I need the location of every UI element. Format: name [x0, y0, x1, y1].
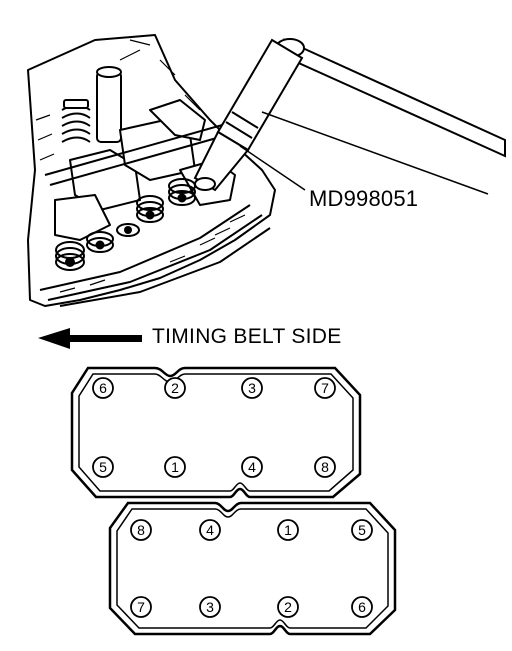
bolt-marker: 2 [277, 596, 299, 618]
bolt-marker: 3 [241, 377, 263, 399]
bolt-marker: 2 [164, 377, 186, 399]
tool-leader-lines [239, 111, 489, 195]
bolt-marker: 5 [351, 519, 373, 541]
bolt-number: 6 [358, 599, 366, 615]
wrench-tool [193, 38, 506, 192]
arrow-left-icon [38, 328, 142, 349]
bolt-marker: 4 [199, 519, 221, 541]
timing-belt-side-label: TIMING BELT SIDE [152, 325, 342, 348]
bolt-circle [199, 596, 221, 618]
bolt-circle [92, 377, 114, 399]
bolt-circle [314, 377, 336, 399]
bolt-number: 6 [99, 380, 107, 396]
bolt-circle [164, 377, 186, 399]
gasket-lower [108, 501, 397, 636]
bolt-marker: 6 [92, 377, 114, 399]
bolt-number: 3 [206, 599, 214, 615]
bolt-circle [199, 519, 221, 541]
bolt-circle [164, 456, 186, 478]
bolt-number: 3 [248, 380, 256, 396]
bolt-number: 5 [99, 459, 107, 475]
bolt-number: 2 [171, 380, 179, 396]
bolt-number: 7 [137, 599, 145, 615]
tool-number-label: MD998051 [309, 186, 419, 211]
bolt-number: 8 [137, 522, 145, 538]
bolt-marker: 8 [130, 519, 152, 541]
bolt-marker: 7 [130, 596, 152, 618]
bolt-marker: 1 [277, 519, 299, 541]
bolt-circle [130, 519, 152, 541]
bolt-marker: 5 [92, 456, 114, 478]
bolt-circle [130, 596, 152, 618]
bolt-number: 2 [284, 599, 292, 615]
bolt-circle [351, 519, 373, 541]
bolt-number: 8 [321, 459, 329, 475]
bolt-circle [277, 596, 299, 618]
bolt-markers: 6 2 3 7 5 1 4 8 8 4 1 5 7 3 2 6 [92, 377, 373, 618]
bolt-marker: 4 [241, 456, 263, 478]
bolt-number: 7 [321, 380, 329, 396]
bolt-marker: 8 [314, 456, 336, 478]
bolt-number: 5 [358, 522, 366, 538]
bolt-circle [351, 596, 373, 618]
bolt-marker: 3 [199, 596, 221, 618]
bolt-circle [277, 519, 299, 541]
bolt-marker: 1 [164, 456, 186, 478]
bolt-circle [92, 456, 114, 478]
bolt-number: 4 [248, 459, 256, 475]
cylinder-head-illustration [27, 34, 276, 307]
bolt-number: 1 [171, 459, 179, 475]
bolt-circle [241, 377, 263, 399]
bolt-marker: 7 [314, 377, 336, 399]
bolt-circle [241, 456, 263, 478]
bolt-number: 1 [284, 522, 292, 538]
bolt-number: 4 [206, 522, 214, 538]
bolt-circle [314, 456, 336, 478]
bolt-marker: 6 [351, 596, 373, 618]
